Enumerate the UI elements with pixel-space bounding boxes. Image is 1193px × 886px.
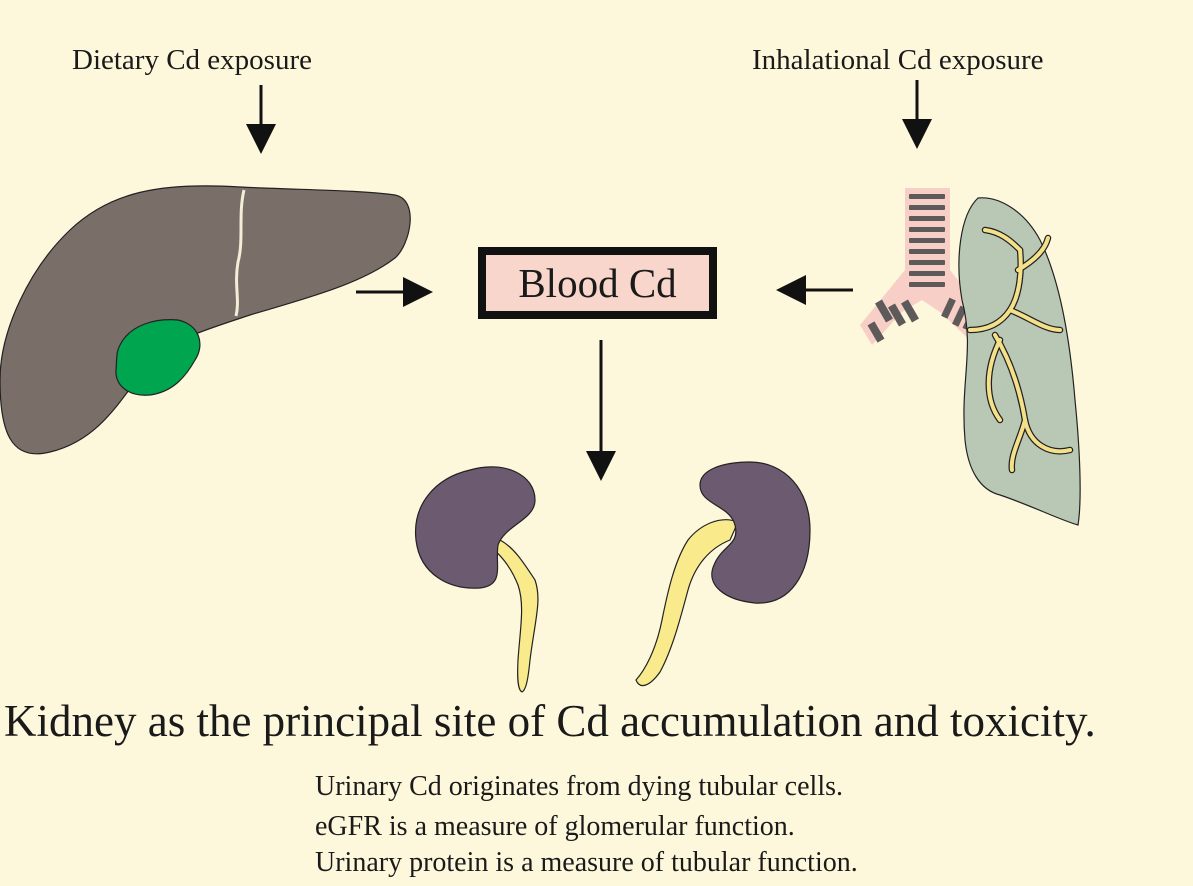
kidney-icon [635,461,811,687]
note-line: eGFR is a measure of glomerular function… [315,811,795,842]
inhalational-exposure-label: Inhalational Cd exposure [752,44,1044,76]
trachea-icon [860,188,990,345]
note-line: Urinary protein is a measure of tubular … [315,847,858,878]
lung-icon [958,197,1081,526]
dietary-exposure-label: Dietary Cd exposure [72,44,312,76]
kidney-icon [414,466,539,693]
liver-icon [0,185,411,455]
note-line: Urinary Cd originates from dying tubular… [315,771,843,802]
headline: Kidney as the principal site of Cd accum… [4,696,1096,746]
blood-cd-label: Blood Cd [518,260,677,306]
blood-cd-box: Blood Cd [478,247,717,319]
gallbladder-icon [115,319,201,396]
